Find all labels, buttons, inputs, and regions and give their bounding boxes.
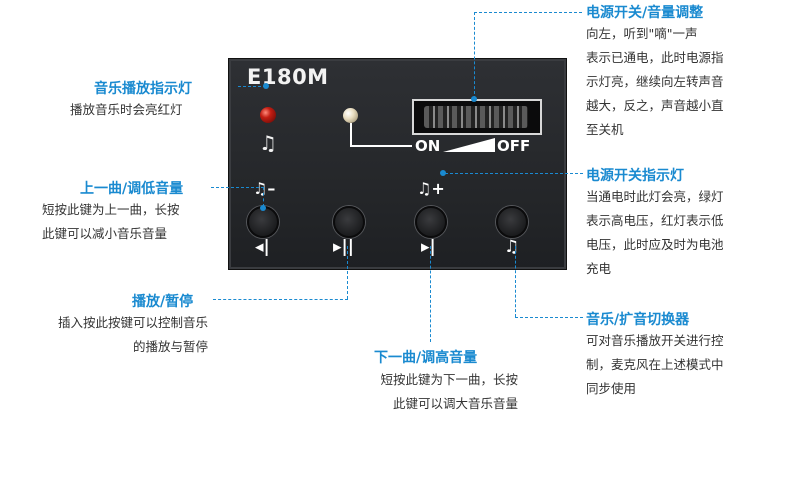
- power-indicator-title: 电源开关指示灯: [586, 168, 684, 184]
- device-control-panel: E180M ♫ ON OFF ♫– ♫+ ◂| ▸|| ▸| ♫: [228, 58, 567, 270]
- power-indicator-desc: 当通电时此灯会亮，绿灯 表示高电压，红灯表示低 电压，此时应及时为电池 充电: [586, 189, 724, 276]
- music-amp-switch-desc: 可对音乐播放开关进行控 制，麦克风在上述模式中 同步使用: [586, 333, 724, 396]
- power-volume-title: 电源开关/音量调整: [586, 5, 704, 21]
- knob-ridges: [424, 106, 528, 128]
- leader-dot: [440, 170, 446, 176]
- play-pause-icon: ▸||: [333, 237, 354, 257]
- leader-line: [263, 187, 264, 207]
- music-indicator-led: [260, 107, 276, 123]
- prev-icon: ◂|: [255, 237, 270, 257]
- music-switch-icon: ♫: [504, 237, 520, 257]
- music-amp-switch-button[interactable]: [496, 206, 528, 238]
- leader-line: [211, 187, 264, 188]
- play-pause-title: 播放/暂停: [132, 294, 194, 310]
- leader-line: [347, 246, 348, 299]
- leader-line: [445, 173, 583, 174]
- volume-wedge-icon: [443, 138, 495, 152]
- next-volume-up-title: 下一曲/调高音量: [374, 350, 478, 366]
- leader-dot: [471, 96, 477, 102]
- prev-volume-down-title: 上一曲/调低音量: [80, 181, 184, 197]
- volume-down-label: ♫–: [253, 179, 276, 198]
- leader-line: [430, 246, 431, 342]
- on-label: ON: [415, 137, 441, 155]
- indicator-leader-line: [350, 145, 412, 147]
- leader-line: [213, 299, 348, 300]
- music-amp-switch-title: 音乐/扩音切换器: [586, 312, 690, 328]
- leader-dot: [260, 205, 266, 211]
- leader-line: [515, 317, 583, 318]
- power-volume-desc: 向左，听到"嘀"一声 表示已通电，此时电源指 示灯亮，继续向左转声音 越大，反之…: [586, 26, 724, 137]
- leader-line: [515, 246, 516, 317]
- off-label: OFF: [497, 137, 531, 155]
- play-pause-button[interactable]: [333, 206, 365, 238]
- music-indicator-desc: 播放音乐时会亮红灯: [70, 102, 183, 117]
- music-note-icon: ♫: [259, 131, 277, 155]
- prev-volume-down-desc: 短按此键为上一曲，长按 此键可以减小音乐音量: [42, 202, 180, 241]
- volume-up-label: ♫+: [417, 179, 445, 198]
- leader-line: [474, 12, 475, 99]
- model-label: E180M: [247, 65, 329, 89]
- next-volume-up-desc: 短按此键为下一曲，长按 此键可以调大音乐音量: [380, 372, 518, 411]
- leader-line: [474, 12, 582, 13]
- music-indicator-title: 音乐播放指示灯: [94, 81, 192, 97]
- next-button[interactable]: [415, 206, 447, 238]
- next-icon: ▸|: [421, 237, 436, 257]
- power-volume-knob[interactable]: [412, 99, 542, 135]
- play-pause-desc: 插入按此按键可以控制音乐 的播放与暂停: [57, 315, 208, 354]
- leader-dot: [263, 83, 269, 89]
- leader-line: [238, 86, 266, 87]
- power-indicator-led: [343, 108, 358, 123]
- indicator-leader-line: [350, 123, 352, 147]
